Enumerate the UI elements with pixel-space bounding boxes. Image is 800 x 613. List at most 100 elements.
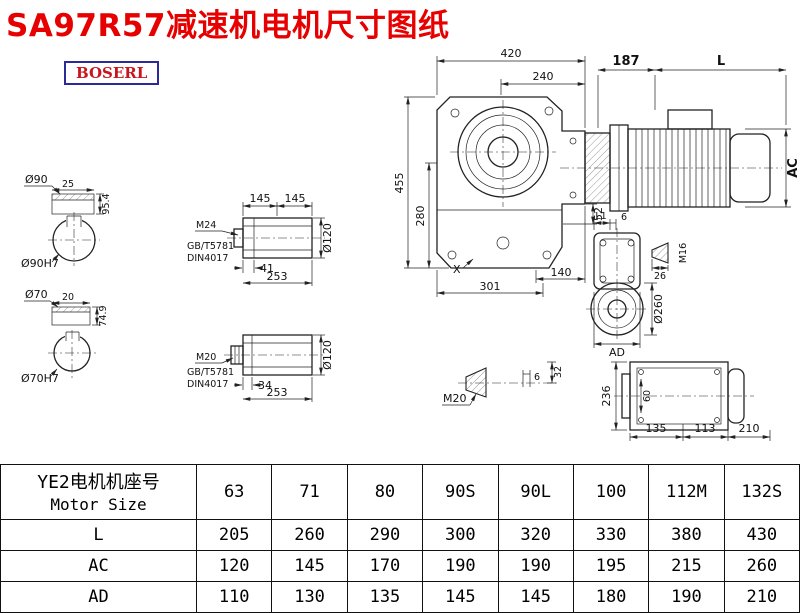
value-cell: 120 [195,550,273,582]
dim-label-d70: Ø70 [25,288,48,301]
dim-label-d120-bottom: Ø120 [321,340,334,370]
hollow-shaft-top-view: 145 145 Ø120 M24 GB/T5781 DIN4017 41 253 [187,192,334,286]
table-row-AD: AD 110 130 135 145 145 180 190 210 [0,581,800,613]
dim-label-420: 420 [501,47,522,60]
dim-label-280: 280 [414,206,427,227]
thread-label-m20-shaft: M20 [196,352,216,363]
standard-label-din-top: DIN4017 [187,253,228,264]
value-cell: 190 [648,581,725,613]
value-cell: 145 [271,550,348,582]
bore-keyway-top: Ø90 25 95.4 Ø90H7 [21,173,112,270]
dim-label-52: 52 [592,207,605,221]
dim-label-20: 20 [62,292,74,303]
frame-size-80: 80 [346,464,424,520]
dim-label-301: 301 [480,280,501,293]
row-label-AD: AD [0,581,197,613]
dim-label-240: 240 [533,70,554,83]
row-label-L: L [0,519,197,551]
dim-label-25: 25 [62,179,74,190]
value-cell: 260 [723,550,800,582]
value-cell: 205 [195,519,273,551]
dim-label-135: 135 [646,422,667,435]
dim-label-32: 32 [553,366,564,378]
dim-label-d90h7: Ø90H7 [21,257,59,270]
point-x-label: X [453,263,461,276]
value-cell: 145 [422,581,499,613]
dim-label-41: 41 [260,262,274,275]
output-side-view: L1 6 M16 26 Ø260 AD [586,211,689,359]
value-cell: 190 [497,550,574,582]
table-header-row: YE2电机机座号 Motor Size 63 71 80 90S 90L 100… [0,464,800,520]
dim-label-60: 60 [642,390,653,402]
dim-label-210: 210 [739,422,760,435]
dim-label-AD: AD [609,346,625,359]
table-header-en: Motor Size [50,495,147,514]
dim-label-6-top: 6 [621,212,627,223]
dim-label-113: 113 [695,422,716,435]
dim-label-6-plug: 6 [534,372,540,383]
gearbox-dimensions: 420 240 455 280 52 140 301 X [393,47,605,297]
dim-label-L1: L1 [595,211,606,222]
dim-label-145-left: 145 [250,192,271,205]
table-row-L: L 205 260 290 300 320 330 380 430 [0,519,800,551]
value-cell: 145 [497,581,574,613]
motor-side-view [560,109,782,212]
frame-size-63: 63 [195,464,273,520]
dim-label-d120-top: Ø120 [321,223,334,253]
value-cell: 430 [723,519,800,551]
frame-size-71: 71 [271,464,348,520]
bore-keyway-bottom: Ø70 20 74.9 Ø70H7 [21,288,109,385]
motor-size-table: YE2电机机座号 Motor Size 63 71 80 90S 90L 100… [0,464,800,613]
dim-label-34: 34 [258,379,272,392]
frame-size-112m: 112M [648,464,725,520]
motor-face-view: 236 60 135 113 210 [600,361,771,441]
value-cell: 180 [572,581,650,613]
frame-size-100: 100 [572,464,650,520]
thread-label-m16: M16 [678,243,689,263]
motor-dimensions: 187 L AC [597,54,800,208]
hollow-shaft-bottom-view: Ø120 M20 GB/T5781 DIN4017 34 253 [187,334,334,402]
value-cell: 190 [422,550,499,582]
table-header-cn: YE2电机机座号 [37,471,160,493]
dim-label-d90: Ø90 [25,173,48,186]
standard-label-gb-top: GB/T5781 [187,241,234,252]
dim-label-253-top: 253 [267,270,288,283]
thread-label-m20-plug: M20 [443,392,467,405]
dim-label-95-4: 95.4 [101,193,112,214]
dim-label-AC: AC [786,158,800,178]
value-cell: 170 [346,550,424,582]
standard-label-din-bottom: DIN4017 [187,379,228,390]
value-cell: 330 [572,519,650,551]
dim-label-d70h7: Ø70H7 [21,372,59,385]
dim-label-145-right: 145 [285,192,306,205]
dim-label-236: 236 [600,386,613,407]
standard-label-gb-bottom: GB/T5781 [187,367,234,378]
gearbox-front-view [436,96,586,269]
dim-label-74-9: 74.9 [98,305,109,326]
dim-label-140: 140 [551,266,572,279]
motor-size-header-cell: YE2电机机座号 Motor Size [0,464,197,520]
page-title: SA97R57减速机电机尺寸图纸 [6,8,450,44]
dim-label-253-bottom: 253 [267,386,288,399]
value-cell: 135 [346,581,424,613]
table-row-AC: AC 120 145 170 190 190 195 215 260 [0,550,800,582]
frame-size-90s: 90S [422,464,499,520]
thread-label-m24: M24 [196,220,216,231]
dim-label-187: 187 [612,54,639,69]
value-cell: 260 [271,519,348,551]
frame-size-132s: 132S [723,464,800,520]
value-cell: 320 [497,519,574,551]
dim-label-26: 26 [654,271,666,282]
plug-detail: M20 6 32 [442,361,564,406]
frame-size-90l: 90L [497,464,574,520]
value-cell: 380 [648,519,725,551]
dim-label-L: L [717,54,725,69]
boserl-logo: BOSERL [64,61,160,85]
value-cell: 130 [271,581,348,613]
value-cell: 110 [195,581,273,613]
row-label-AC: AC [0,550,197,582]
dim-label-455: 455 [393,173,406,194]
value-cell: 290 [346,519,424,551]
value-cell: 215 [648,550,725,582]
dim-label-d260: Ø260 [652,294,665,324]
